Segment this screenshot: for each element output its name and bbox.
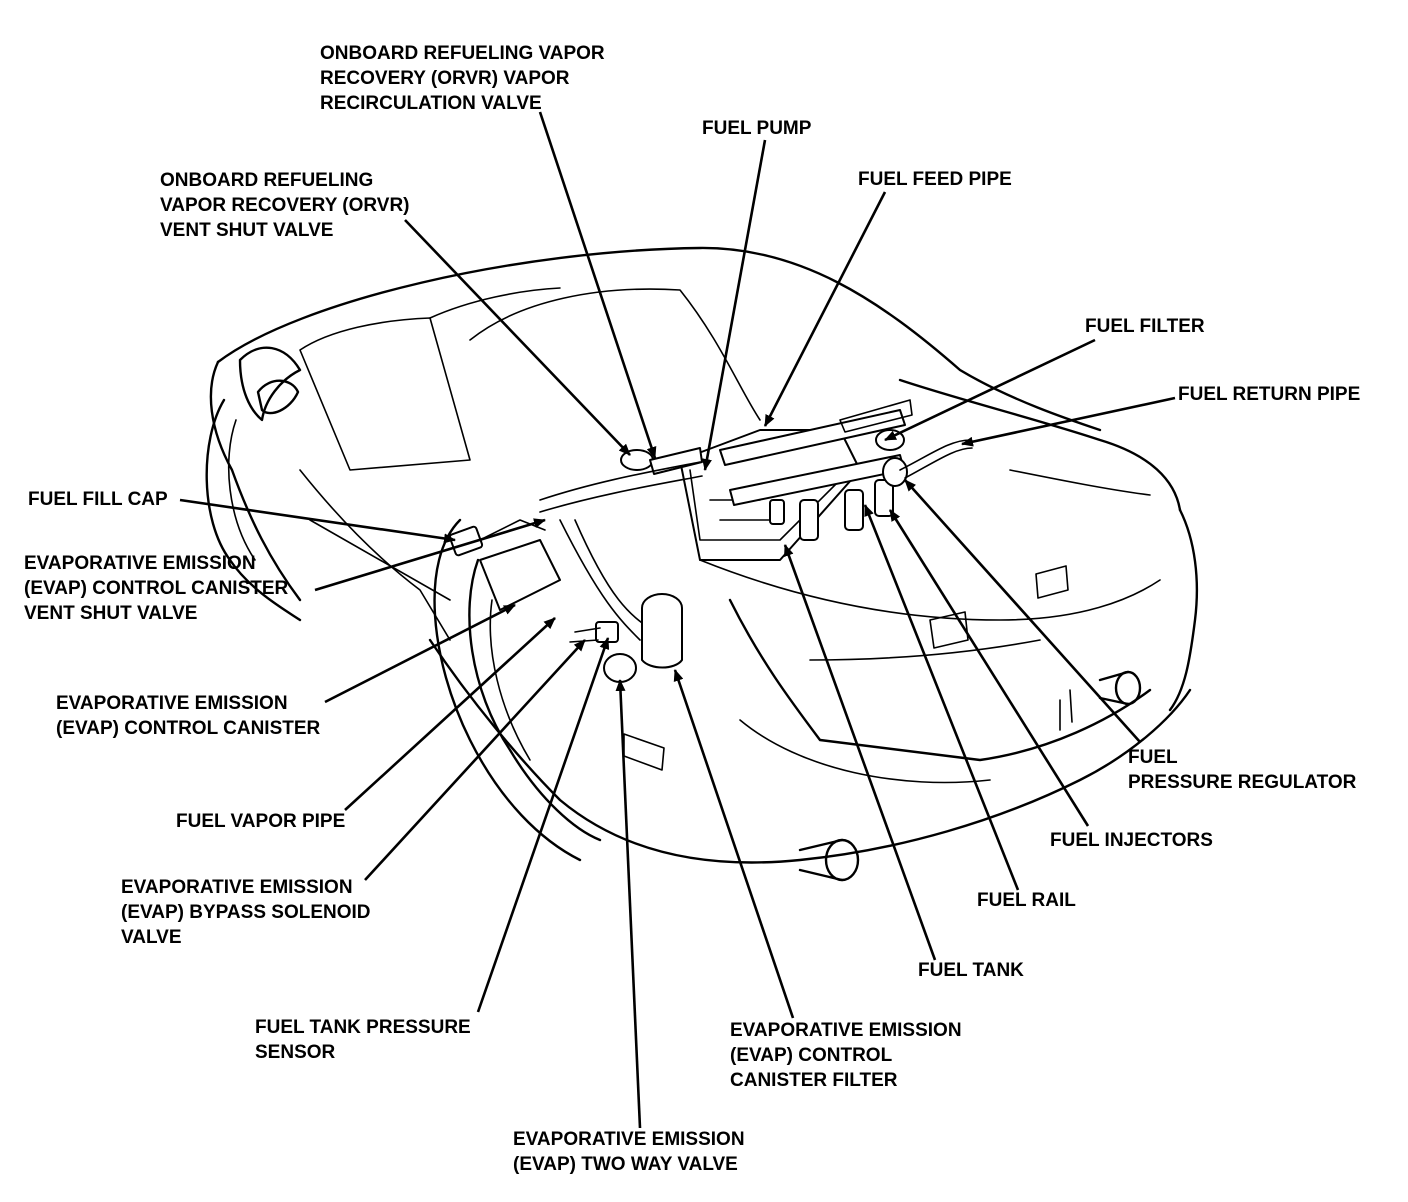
label-fuel-return-pipe: FUEL RETURN PIPE	[1178, 384, 1361, 405]
label-fuel-tank: FUEL TANK	[918, 960, 1024, 981]
fuel-system-components	[448, 399, 973, 683]
label-evap-two-way-valve: EVAPORATIVE EMISSION (EVAP) TWO WAY VALV…	[513, 1129, 745, 1175]
leader-fuel-tank	[783, 544, 937, 961]
leader-fuel-fill-cap	[179, 498, 456, 544]
leader-fuel-pump	[702, 139, 767, 471]
label-evap-canister-vent-shut-valve: EVAPORATIVE EMISSION (EVAP) CONTROL CANI…	[24, 553, 289, 624]
leader-evap-control-canister	[324, 603, 516, 704]
label-fuel-filter: FUEL FILTER	[1085, 316, 1205, 337]
leader-fuel-pressure-regulator	[904, 479, 1141, 743]
leader-fuel-injectors	[888, 509, 1090, 827]
leader-orvr-recirc-valve	[538, 111, 657, 459]
leader-fuel-return-pipe	[961, 396, 1176, 447]
label-evap-bypass-solenoid-valve: EVAPORATIVE EMISSION (EVAP) BYPASS SOLEN…	[121, 877, 371, 948]
leader-evap-bypass-solenoid-valve	[364, 639, 586, 881]
label-fuel-pressure-regulator: FUEL PRESSURE REGULATOR	[1128, 747, 1357, 793]
label-fuel-pump: FUEL PUMP	[702, 118, 812, 139]
leader-fuel-rail	[863, 504, 1020, 891]
car-body-illustration	[205, 246, 1199, 882]
leader-orvr-vent-shut-valve	[404, 219, 631, 456]
label-evap-canister-filter: EVAPORATIVE EMISSION (EVAP) CONTROL CANI…	[730, 1020, 962, 1091]
label-orvr-vent-shut-valve: ONBOARD REFUELING VAPOR RECOVERY (ORVR) …	[160, 170, 410, 241]
leader-lines	[179, 111, 1176, 1129]
label-fuel-rail: FUEL RAIL	[977, 890, 1076, 911]
fuel-injector-parts	[769, 479, 894, 541]
label-orvr-recirculation-valve: ONBOARD REFUELING VAPOR RECOVERY (ORVR) …	[320, 43, 605, 114]
label-fuel-tank-pressure-sensor: FUEL TANK PRESSURE SENSOR	[255, 1017, 471, 1063]
label-fuel-feed-pipe: FUEL FEED PIPE	[858, 169, 1012, 190]
label-fuel-injectors: FUEL INJECTORS	[1050, 830, 1213, 851]
label-fuel-fill-cap: FUEL FILL CAP	[28, 489, 168, 510]
label-evap-control-canister: EVAPORATIVE EMISSION (EVAP) CONTROL CANI…	[56, 693, 321, 739]
leader-fuel-vapor-pipe	[344, 617, 556, 811]
leader-evap-canister-vent-shut-valve	[314, 518, 546, 592]
leader-fuel-filter	[884, 338, 1096, 442]
leader-evap-two-way-valve	[615, 679, 642, 1129]
leader-fuel-tank-pressure-sensor	[476, 637, 610, 1013]
leader-fuel-feed-pipe	[763, 191, 887, 427]
label-fuel-vapor-pipe: FUEL VAPOR PIPE	[176, 811, 346, 832]
leader-evap-canister-filter	[673, 669, 795, 1019]
